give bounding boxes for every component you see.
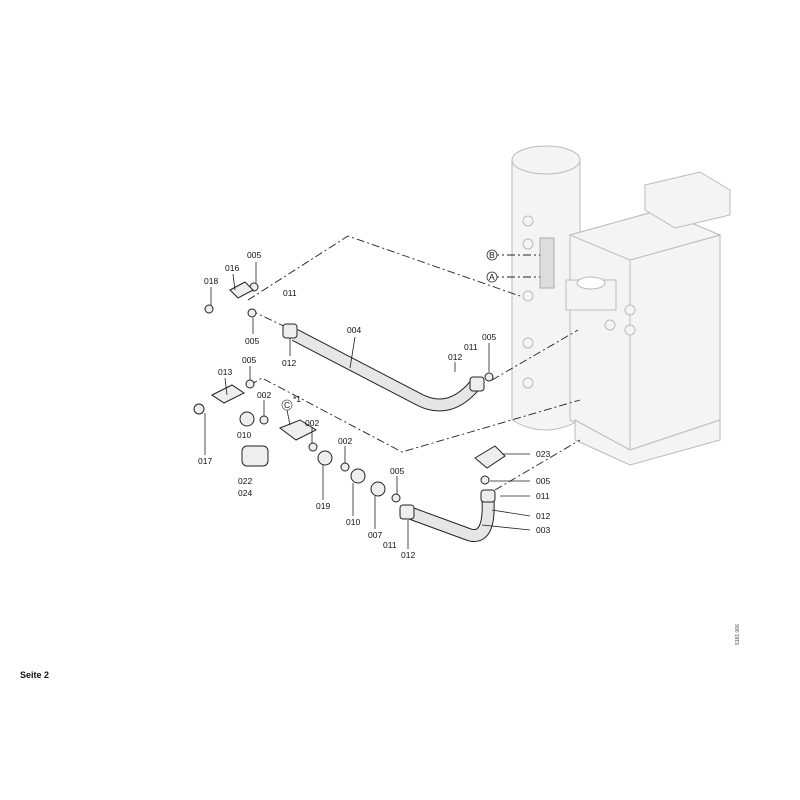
part-label: 002	[305, 418, 319, 428]
part-label: 005	[242, 355, 256, 365]
part-label: 012	[401, 550, 415, 560]
part-label: 024	[238, 488, 252, 498]
part-label: 019	[316, 501, 330, 511]
part-label: 011	[536, 491, 550, 501]
part-label: 018	[204, 276, 218, 286]
part-label: 005	[536, 476, 550, 486]
part-label: 010	[237, 430, 251, 440]
part-label: 004	[347, 325, 361, 335]
callout-c: C *1	[281, 394, 301, 426]
part-label: 022	[238, 476, 252, 486]
document-id: 5181 066	[735, 624, 741, 645]
part-label: 012	[282, 358, 296, 368]
part-label: 012	[448, 352, 462, 362]
leader-lines	[204, 262, 531, 549]
part-label: 012	[536, 511, 550, 521]
pipe-003	[399, 489, 496, 543]
storage-tank-illustration	[511, 145, 581, 431]
part-label: 011	[283, 288, 297, 298]
part-label: 013	[218, 367, 232, 377]
boiler-illustration	[565, 171, 731, 466]
part-label: 005	[390, 466, 404, 476]
part-labels: 005 016 018 011 005 004 012 011 012 005 …	[198, 250, 550, 560]
callout-b: B	[486, 249, 498, 261]
part-label: 005	[482, 332, 496, 342]
fittings	[193, 281, 506, 503]
part-label: 005	[247, 250, 261, 260]
svg-text:*1: *1	[293, 394, 301, 404]
connection-lines	[247, 235, 581, 491]
part-label: 023	[536, 449, 550, 459]
part-label: 003	[536, 525, 550, 535]
part-label: 002	[338, 436, 352, 446]
part-label: 010	[346, 517, 360, 527]
part-label: 011	[383, 540, 397, 550]
part-label: 007	[368, 530, 382, 540]
pipe-004	[282, 323, 485, 412]
part-label: 005	[245, 336, 259, 346]
part-label: 011	[464, 342, 478, 352]
part-label: 002	[257, 390, 271, 400]
svg-text:B: B	[489, 250, 495, 260]
svg-text:A: A	[489, 272, 495, 282]
page-label: Seite 2	[20, 670, 50, 680]
callout-a: A	[486, 271, 498, 283]
part-label: 016	[225, 263, 239, 273]
svg-text:C: C	[284, 400, 290, 410]
part-label: 017	[198, 456, 212, 466]
